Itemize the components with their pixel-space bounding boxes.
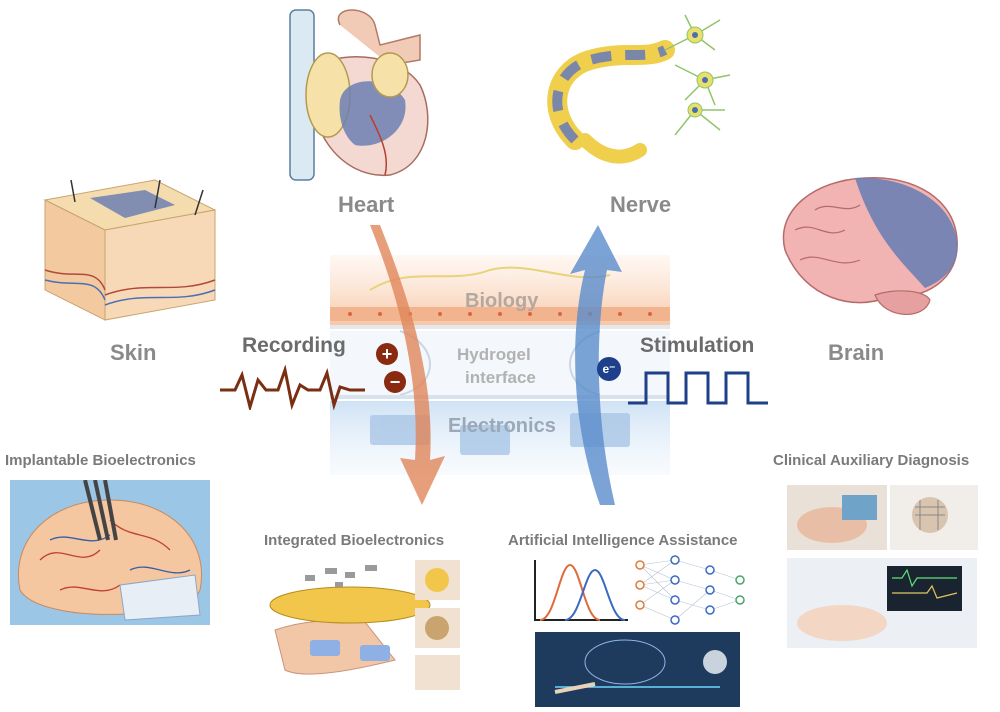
heart-label: Heart [338,192,395,217]
ai-brain-scene [535,632,740,707]
clinical-photo-monitor [787,558,977,648]
down-arrow [370,225,445,505]
hydrogel-label-line1: Hydrogel [457,345,531,364]
recording-label: Recording [242,334,346,357]
electron-symbol: e⁻ [597,357,621,381]
brain-label: Brain [828,340,885,365]
stimulation-wave-icon [628,371,768,405]
neural-network-diagram [635,555,745,625]
electronics-label: Electronics [448,415,556,437]
minus-symbol: − [384,371,406,393]
skin-label: Skin [110,340,157,365]
ai-distribution-chart [534,560,628,621]
nerve-cell-illustration [547,14,731,164]
integrated-label: Integrated Bioelectronics [264,532,445,549]
clinical-photo-ecg [787,485,887,550]
brain-illustration [782,177,958,315]
heart-illustration [289,9,429,181]
implantable-illustration [10,480,210,625]
clinical-label: Clinical Auxiliary Diagnosis [773,452,970,469]
ai-label: Artificial Intelligence Assistance [508,532,738,549]
biology-label: Biology [465,290,539,312]
stimulation-label: Stimulation [640,334,755,357]
implantable-label: Implantable Bioelectronics [5,452,196,469]
recording-wave-icon [220,365,365,410]
hydrogel-label-line2: interface [465,368,536,387]
clinical-photo-eeg [890,485,978,550]
nerve-label: Nerve [610,192,672,217]
up-arrow [570,225,622,505]
integrated-illustration [269,560,460,690]
skin-illustration [43,179,217,321]
plus-symbol: + [376,343,398,365]
